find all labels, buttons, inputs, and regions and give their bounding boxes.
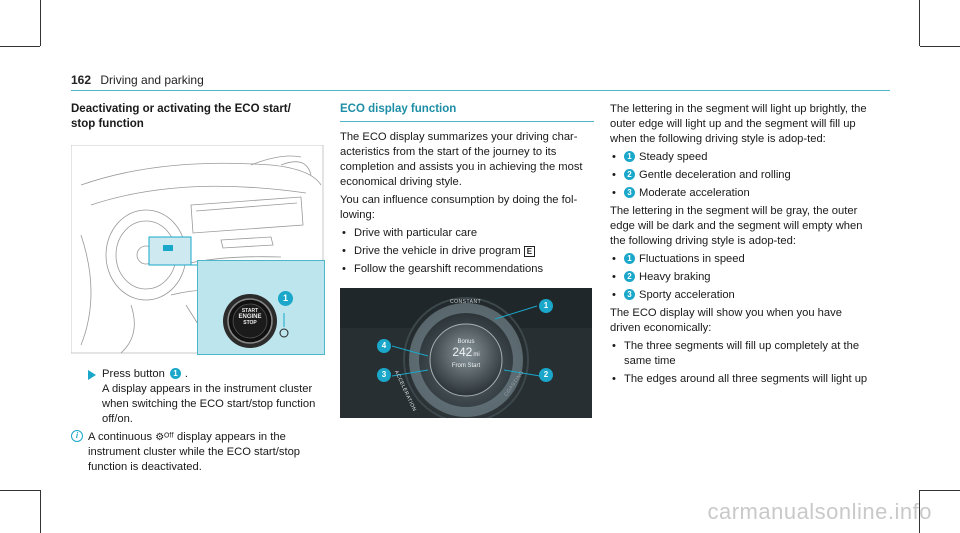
page-header: 162 Driving and parking xyxy=(71,73,204,87)
step-description: A display appears in the instrument clus… xyxy=(102,383,316,425)
list-item: 1 Fluctuations in speed xyxy=(610,252,868,267)
list-item: 2 Heavy braking xyxy=(610,270,868,285)
list-item: 3 Moderate acceleration xyxy=(610,186,868,201)
list-item-text: Drive the vehicle in drive program xyxy=(354,245,521,257)
crop-mark xyxy=(0,46,40,47)
paragraph: The ECO display will show you when you h… xyxy=(610,307,842,334)
list-item: The edges around all three segments will… xyxy=(610,372,868,387)
crop-mark xyxy=(40,0,41,46)
list-item: Drive with particular care xyxy=(340,226,594,241)
eco-off-icon: ⚙ᴼᶠᶠ xyxy=(155,432,174,443)
crop-mark xyxy=(0,490,40,491)
paragraph: The lettering in the segment will light … xyxy=(610,103,867,145)
note-prefix: A continuous xyxy=(88,431,153,443)
bonus-value-number: 242 xyxy=(452,345,473,359)
list-item-text: Gentle deceleration and rolling xyxy=(639,169,791,181)
crop-mark xyxy=(919,0,920,46)
list-item: The three segments will fill up complete… xyxy=(610,339,868,369)
bullet-list: Drive with particular care Drive the veh… xyxy=(340,226,594,277)
paragraph: The lettering in the segment will be gra… xyxy=(610,205,863,247)
button-label: START ENGINE STOP xyxy=(231,308,269,326)
button-label-start: START xyxy=(241,308,259,314)
eco-display-figure: CONSTANT ACCELERATION COASTING Bonus 242… xyxy=(340,288,592,418)
paragraph: The ECO display summarizes your driving … xyxy=(340,131,583,188)
list-callout: 2 xyxy=(624,271,635,282)
callout-2: 2 xyxy=(539,368,553,382)
step-text: Press button xyxy=(102,368,165,380)
info-note: i A continuous ⚙ᴼᶠᶠ display appears in t… xyxy=(71,430,327,475)
column-1: Deactivating or activating the ECO start… xyxy=(71,102,327,475)
list-item: 2 Gentle deceleration and rolling xyxy=(610,168,868,183)
callout-1: 1 xyxy=(278,291,293,306)
list-item-text: Sporty acceleration xyxy=(639,289,735,301)
step-arrow-icon xyxy=(88,370,96,380)
note-text: display appears in the instrument cluste… xyxy=(88,431,301,473)
column-2: ECO display function The ECO display sum… xyxy=(340,102,594,418)
drive-program-badge: E xyxy=(523,246,536,257)
list-callout: 3 xyxy=(624,289,635,300)
list-item-text: Fluctuations in speed xyxy=(639,253,745,265)
list-item-text: Heavy braking xyxy=(639,271,711,283)
step-callout: 1 xyxy=(169,368,181,379)
step-suffix: . xyxy=(184,368,189,380)
section-title: Driving and parking xyxy=(100,73,204,87)
crop-mark xyxy=(919,490,920,533)
list-callout: 1 xyxy=(624,253,635,264)
button-label-engine: ENGINE xyxy=(238,314,262,320)
bonus-label: Bonus xyxy=(457,339,475,345)
heading-eco-display: ECO display function xyxy=(340,103,457,115)
list-callout: 3 xyxy=(624,187,635,198)
paragraph: You can influence consumption by doing t… xyxy=(340,194,578,221)
step-press-button: Press button 1. A display appears in the… xyxy=(71,367,327,427)
list-item: Follow the gearshift recommendations xyxy=(340,262,594,277)
list-callout: 2 xyxy=(624,169,635,180)
button-label-stop: STOP xyxy=(243,320,257,326)
list-item: 3 Sporty acceleration xyxy=(610,288,868,303)
heading-rule xyxy=(340,121,594,122)
list-item-text: Moderate acceleration xyxy=(639,187,750,199)
callout-3: 3 xyxy=(377,368,391,382)
start-button-detail: START ENGINE STOP 1 xyxy=(197,260,325,355)
crop-mark xyxy=(920,490,960,491)
crop-mark xyxy=(920,46,960,47)
numbered-list: 1 Fluctuations in speed 2 Heavy braking 3S… xyxy=(610,252,868,303)
heading-eco-start-stop: Deactivating or activating the ECO start… xyxy=(71,103,291,130)
column-3: The lettering in the segment will light … xyxy=(610,102,868,390)
callout-1: 1 xyxy=(539,299,553,313)
from-start-label: From Start xyxy=(451,363,481,369)
crop-mark xyxy=(40,490,41,533)
numbered-list: 1 Steady speed 2 Gentle deceleration and r… xyxy=(610,150,868,201)
header-rule xyxy=(71,90,890,91)
gauge-constant-label: CONSTANT xyxy=(450,299,482,305)
gauge-center: Bonus 242mi From Start xyxy=(436,338,496,370)
page-number: 162 xyxy=(71,73,92,87)
engine-start-stop-button xyxy=(223,294,289,348)
bullet-list: The three segments will fill up complete… xyxy=(610,339,868,387)
list-item: 1 Steady speed xyxy=(610,150,868,165)
list-item: Drive the vehicle in drive program E xyxy=(340,244,594,259)
callout-4: 4 xyxy=(377,339,391,353)
bonus-value: 242mi xyxy=(436,346,496,362)
bonus-value-unit: mi xyxy=(473,352,480,358)
info-icon: i xyxy=(71,430,83,442)
cockpit-figure: START ENGINE STOP 1 xyxy=(71,145,327,355)
list-item-text: Steady speed xyxy=(639,151,708,163)
watermark: carmanualsonline.info xyxy=(707,499,932,524)
list-callout: 1 xyxy=(624,151,635,162)
